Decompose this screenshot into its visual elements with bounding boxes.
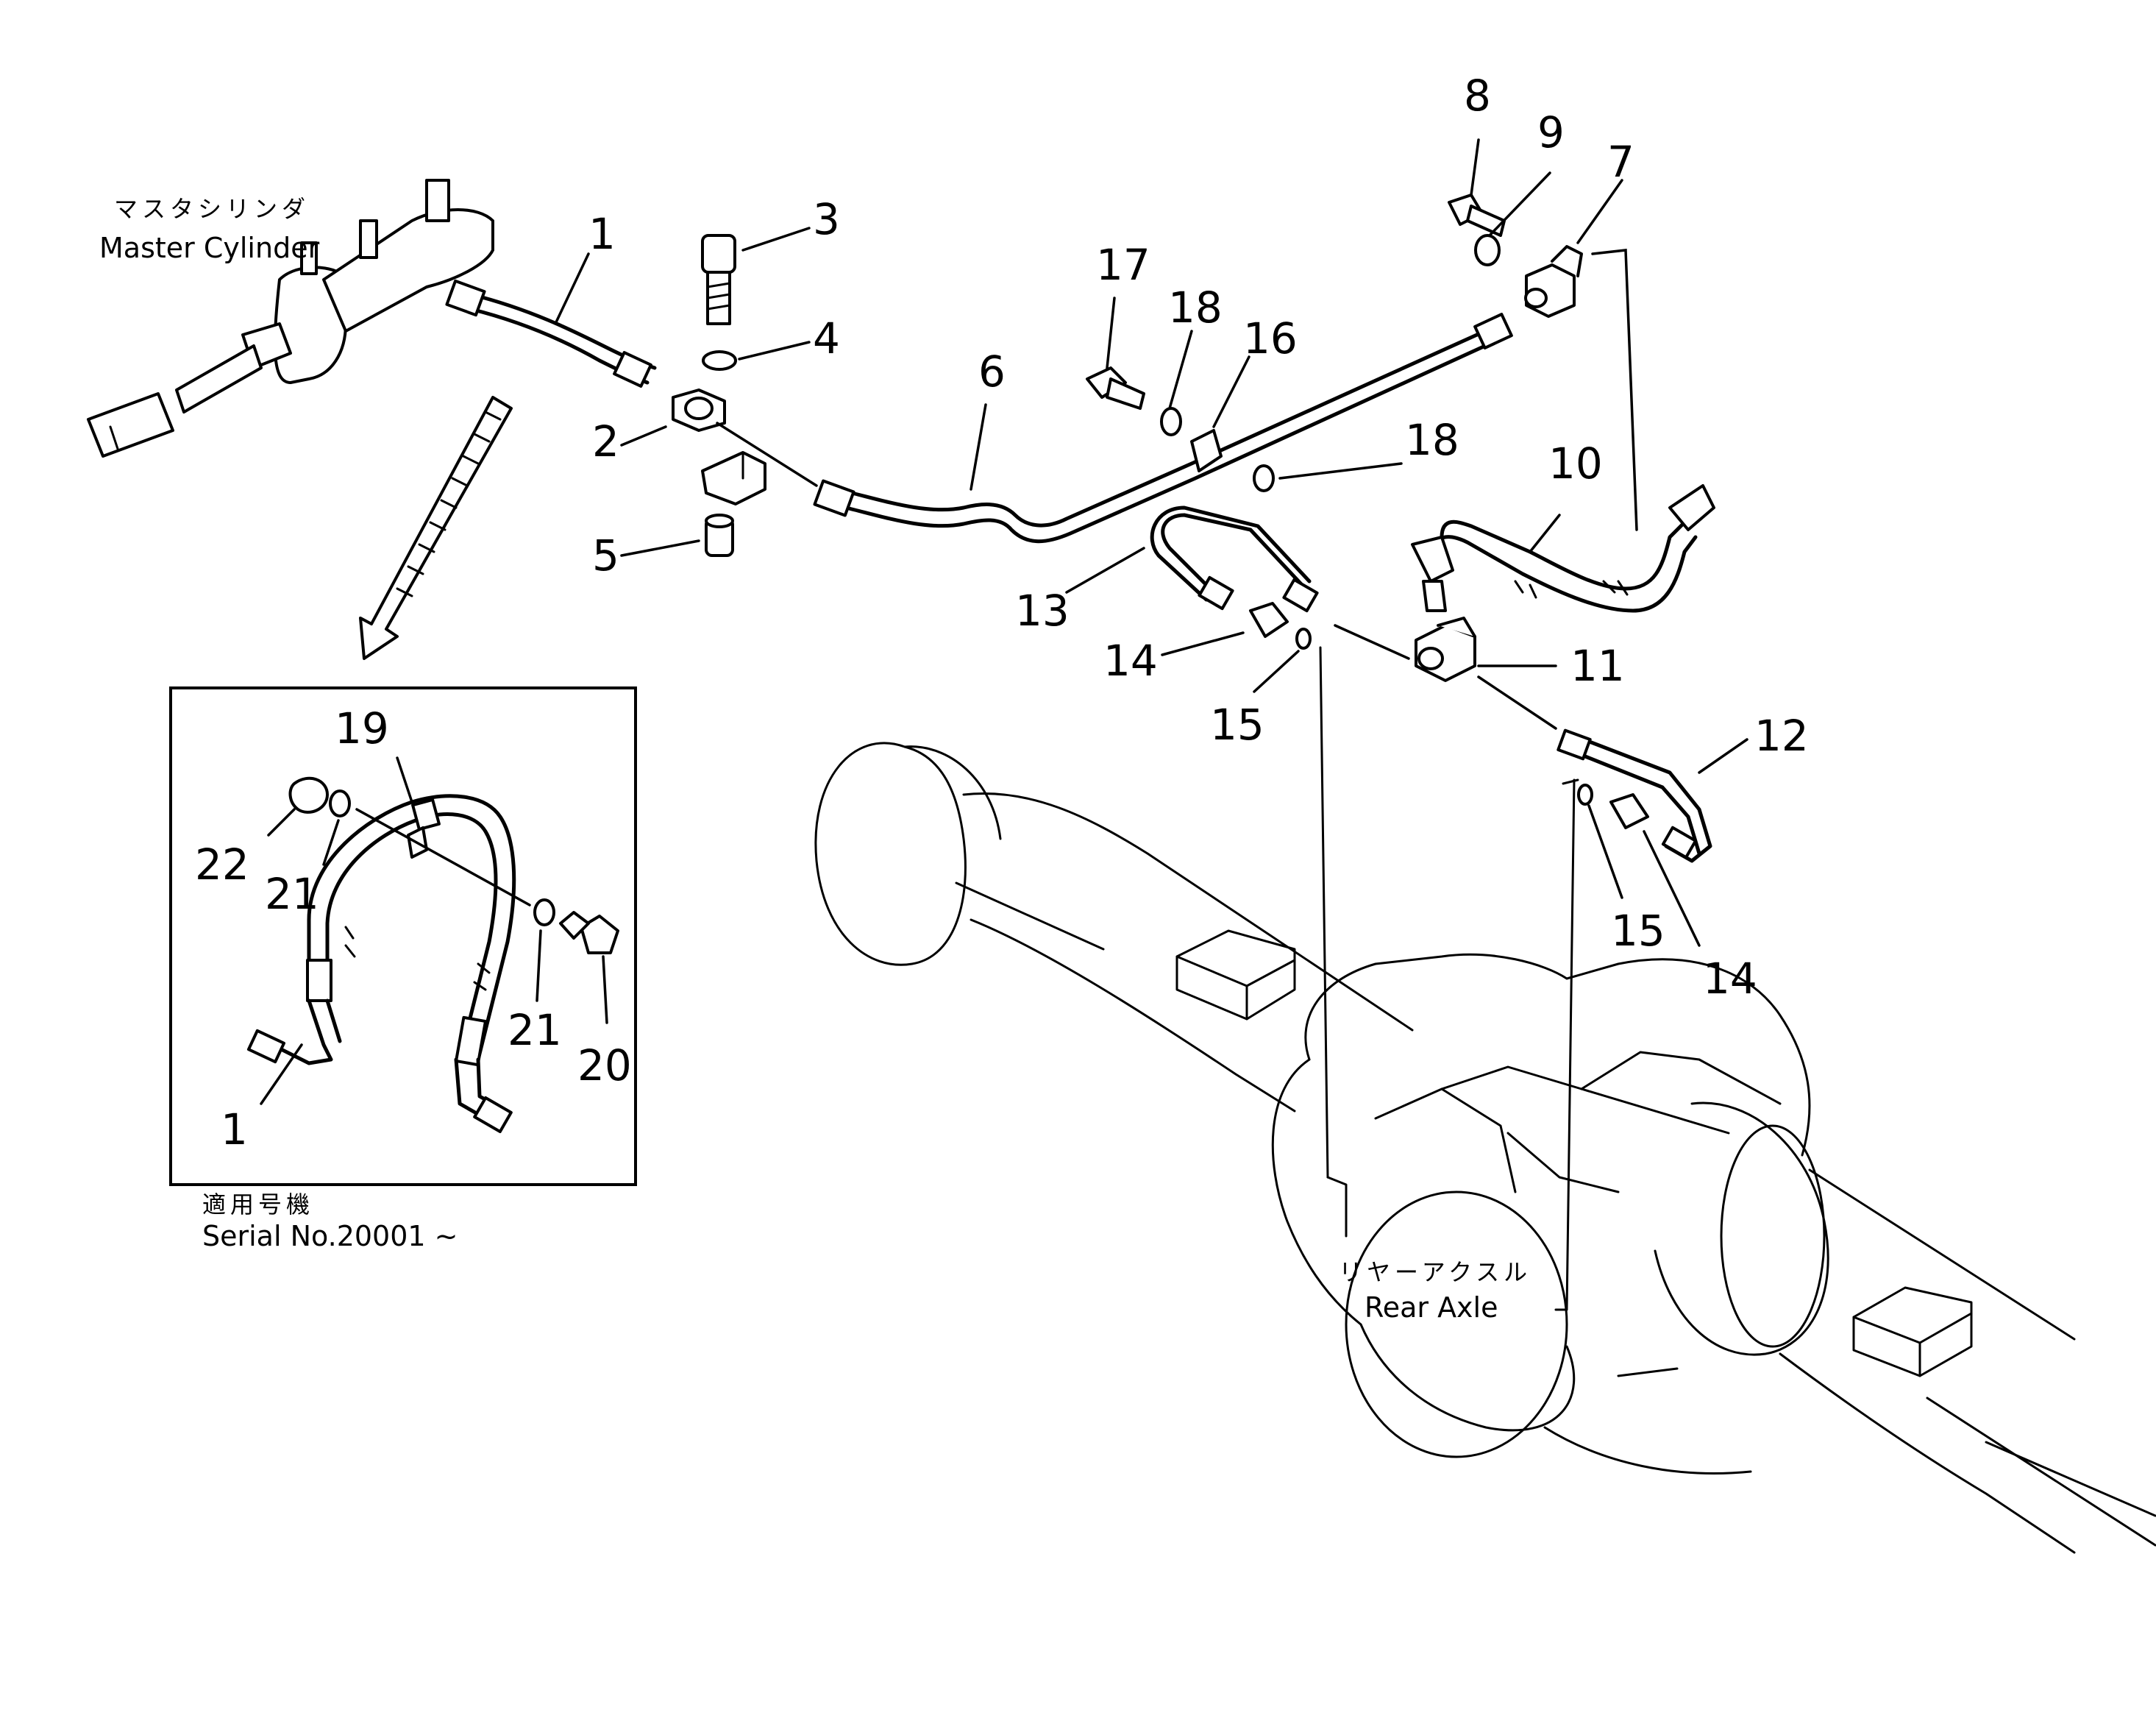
callout-4: 4	[813, 313, 840, 363]
callout-18b: 18	[1405, 415, 1459, 465]
rear-axle-label: Rear Axle	[1365, 1291, 1498, 1324]
pipe-12	[1556, 728, 1712, 863]
callout-16: 16	[1243, 313, 1298, 363]
rear-axle	[814, 646, 2156, 1554]
washer-18a	[1160, 407, 1182, 436]
oring-15a	[1295, 628, 1312, 650]
callout-6: 6	[978, 347, 1006, 397]
view-arrow	[359, 396, 513, 660]
callout-20: 20	[577, 1040, 632, 1090]
callout-13: 13	[1015, 586, 1070, 636]
oring-15b	[1577, 784, 1593, 806]
block-7	[1524, 245, 1583, 318]
master-cylinder	[87, 179, 494, 458]
callout-5: 5	[592, 531, 619, 581]
hose-10	[1411, 484, 1715, 613]
serial-label-jp: 適用号機	[202, 1190, 314, 1218]
washer-9	[1474, 234, 1501, 266]
callout-1b: 1	[221, 1104, 248, 1154]
callout-10: 10	[1548, 439, 1603, 489]
fitting-14a	[1249, 602, 1289, 638]
callout-19: 19	[335, 703, 389, 753]
callout-11: 11	[1570, 641, 1625, 691]
serial-label: Serial No.20001 ~	[202, 1220, 458, 1252]
washer-4	[702, 350, 737, 371]
master-cylinder-label: Master Cylinder	[99, 232, 320, 264]
pipe-1	[445, 279, 657, 388]
block-11	[1415, 617, 1476, 682]
bolt-17	[1086, 366, 1145, 410]
callout-14a: 14	[1103, 636, 1158, 686]
callout-9: 9	[1537, 107, 1565, 157]
callout-1: 1	[588, 209, 616, 259]
callout-7: 7	[1607, 137, 1634, 187]
callout-17: 17	[1096, 240, 1150, 290]
bracket-line-7	[1591, 249, 1638, 531]
bolt-3	[701, 234, 736, 325]
bracket	[701, 451, 766, 505]
master-cylinder-label-jp: マスタシリンダ	[114, 195, 310, 223]
washer-18b	[1253, 464, 1275, 492]
callout-18a: 18	[1168, 283, 1223, 333]
callout-21a: 21	[265, 869, 319, 919]
leader-lines	[260, 138, 1748, 1105]
callout-15a: 15	[1210, 700, 1264, 750]
callout-22: 22	[195, 840, 249, 890]
callout-8: 8	[1464, 71, 1491, 121]
callout-3: 3	[813, 194, 840, 244]
rear-axle-label-jp: リヤーアクスル	[1339, 1258, 1531, 1286]
clamp-2	[672, 388, 726, 432]
pipe-6	[813, 313, 1513, 544]
spacer-5	[705, 514, 734, 557]
fitting-14b	[1609, 793, 1649, 829]
callout-12: 12	[1754, 711, 1809, 761]
callout-21b: 21	[508, 1005, 562, 1055]
pipe-13	[1150, 505, 1319, 613]
callout-14b: 14	[1703, 954, 1757, 1004]
callout-15b: 15	[1611, 906, 1665, 956]
callout-2: 2	[592, 416, 619, 466]
inset-box	[169, 686, 637, 1186]
